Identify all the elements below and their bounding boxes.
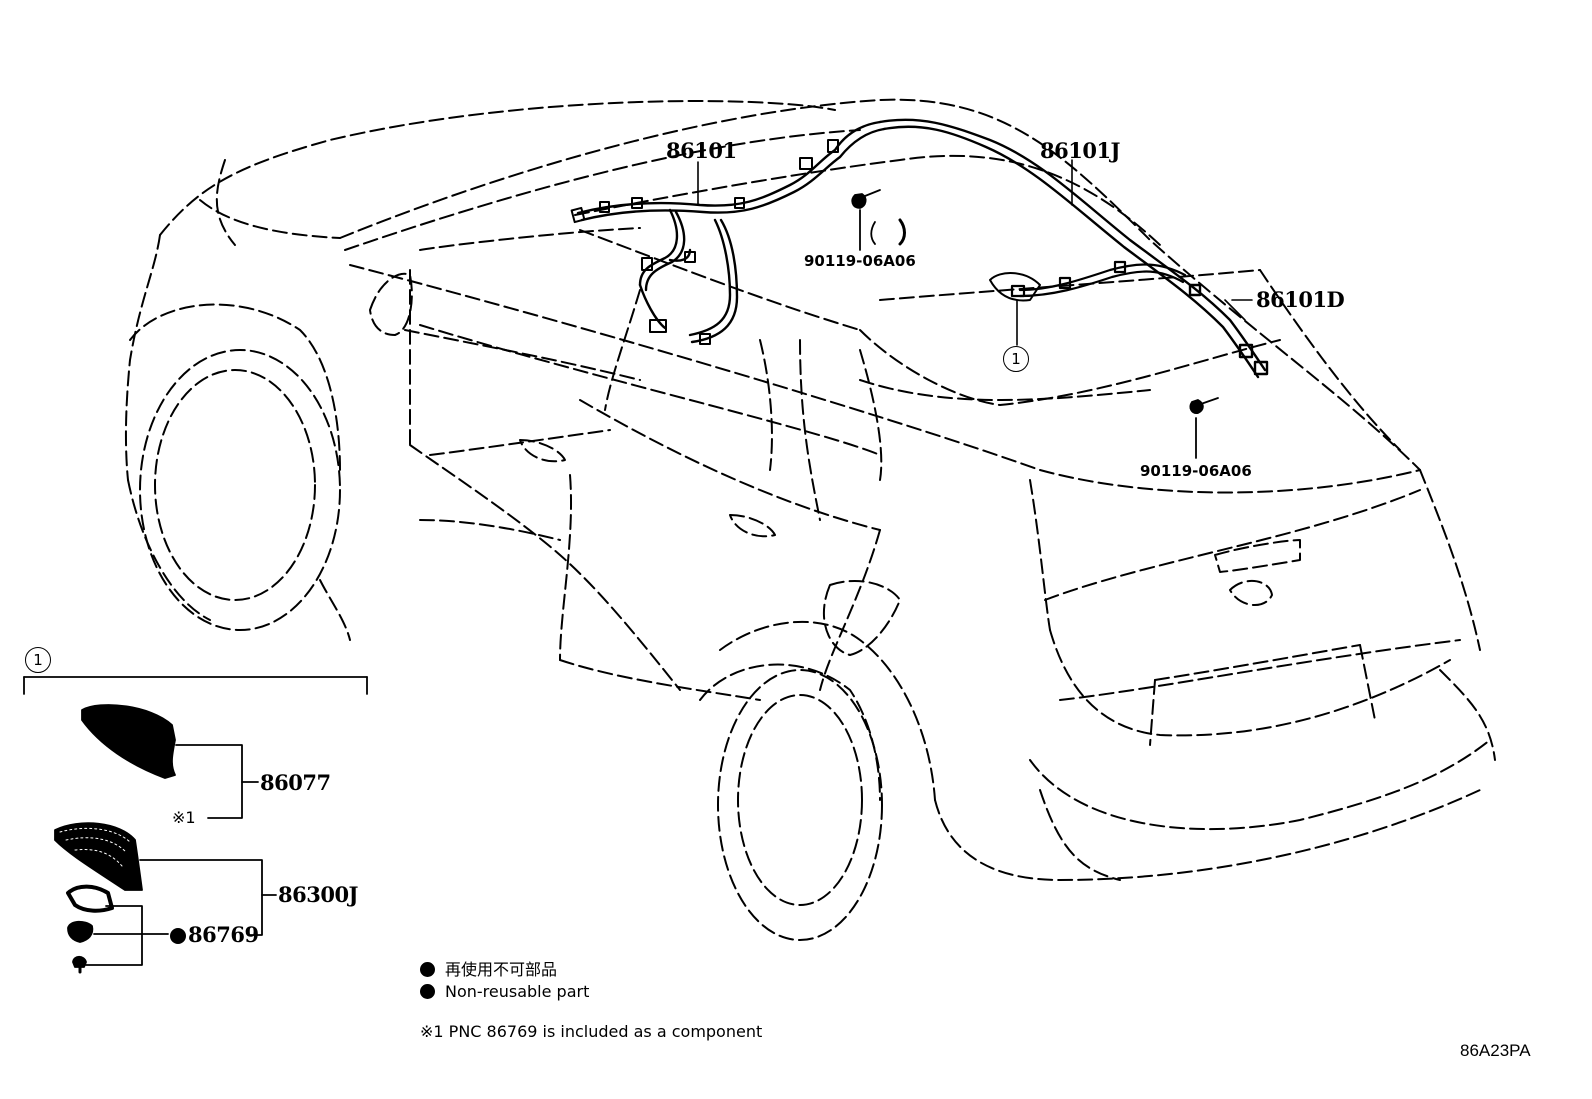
diagram-code: 86A23PA — [1460, 1041, 1531, 1060]
bolt-icon — [851, 189, 881, 251]
clip-part — [67, 920, 94, 943]
rear-wheel — [699, 663, 883, 941]
screw-part — [72, 955, 87, 968]
roof-antenna — [989, 272, 1041, 302]
part-label-86769-text: 86769 — [188, 922, 259, 947]
callout-ref-1: 1 — [1003, 346, 1029, 372]
part-label-86300J: 86300J — [278, 882, 359, 907]
part-label-86101D: 86101D — [1256, 287, 1345, 312]
connectors-86101 — [570, 139, 839, 345]
roof-harness-86101J — [878, 118, 1269, 379]
non-reusable-dot-icon — [420, 984, 435, 999]
car-body-outline — [124, 98, 1496, 881]
gasket-part — [66, 884, 114, 913]
part-label-86101: 86101 — [666, 138, 737, 163]
part-label-86101J: 86101J — [1040, 138, 1121, 163]
legend-english: Non-reusable part — [420, 982, 589, 1001]
star-note-marker: ※1 — [172, 808, 196, 827]
antenna-cover-part — [81, 704, 176, 779]
part-label-bolt-rear: 90119-06A06 — [1140, 462, 1252, 480]
roof-harness-86101 — [576, 120, 886, 344]
inset-ref-1: 1 — [25, 647, 51, 673]
part-label-86077: 86077 — [260, 770, 331, 795]
antenna-assy-part — [54, 822, 143, 891]
legend-japanese-text: 再使用不可部品 — [445, 960, 558, 979]
non-reusable-dot-icon — [170, 928, 186, 944]
front-wheel — [129, 303, 341, 631]
part-label-86769: 86769 — [170, 922, 259, 947]
bolt-icon — [1189, 397, 1219, 459]
legend-english-text: Non-reusable part — [445, 982, 590, 1001]
roof-harness-86101D — [1010, 260, 1187, 298]
part-label-bolt-top: 90119-06A06 — [804, 252, 916, 270]
leader-lines — [697, 159, 1253, 346]
footnote: ※1 PNC 86769 is included as a component — [420, 1022, 763, 1041]
detail-inset — [23, 676, 368, 974]
legend-japanese: 再使用不可部品 — [420, 956, 557, 980]
non-reusable-dot-icon — [420, 962, 435, 977]
